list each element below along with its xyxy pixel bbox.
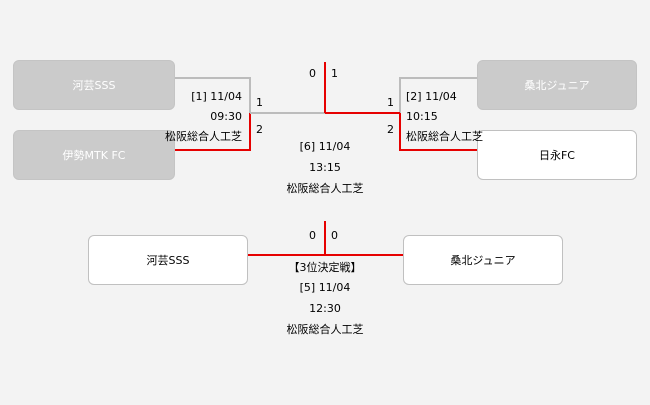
match-time-semi2: 10:15 [406,110,438,123]
score-final-right: 1 [331,67,338,80]
line-semi1-bottom [175,113,251,151]
score-semi1-bottom: 2 [256,123,263,136]
score-third-left: 0 [309,229,316,242]
team-name: 河芸SSS [72,79,116,92]
team-name: 河芸SSS [146,254,190,267]
team-box-third-left[interactable]: 河芸SSS [88,235,248,285]
team-box-semi1-top[interactable]: 河芸SSS [13,60,175,110]
line-semi1-top [175,77,251,113]
line-semi2-top [399,77,477,113]
match-time-final: 13:15 [309,161,341,174]
score-semi1-top: 1 [256,96,263,109]
match-time-third: 12:30 [309,302,341,315]
match-venue-third: 松阪総合人工芝 [286,323,364,336]
team-name: 桑北ジュニア [524,79,590,92]
match-number-third: [5] 11/04 [299,281,351,294]
team-box-third-right[interactable]: 桑北ジュニア [403,235,563,285]
team-name: 桑北ジュニア [450,254,516,267]
match-venue-final: 松阪総合人工芝 [286,182,364,195]
score-semi2-bottom: 2 [387,123,394,136]
team-name: 日永FC [538,149,575,162]
match-venue-semi1: 松阪総合人工芝 [165,130,242,143]
match-time-semi1: 09:30 [210,110,242,123]
third-place-title: 【3位決定戦】 [288,261,362,274]
team-box-semi1-bottom[interactable]: 伊勢MTK FC [13,130,175,180]
match-number-semi1: [1] 11/04 [191,90,242,103]
match-venue-semi2: 松阪総合人工芝 [406,130,483,143]
match-number-final: [6] 11/04 [299,140,351,153]
team-box-semi2-bottom[interactable]: 日永FC [477,130,637,180]
score-third-right: 0 [331,229,338,242]
score-semi2-top: 1 [387,96,394,109]
team-name: 伊勢MTK FC [62,149,126,162]
team-box-semi2-top[interactable]: 桑北ジュニア [477,60,637,110]
match-number-semi2: [2] 11/04 [406,90,457,103]
line-semi2-bottom [399,113,477,151]
score-final-left: 0 [309,67,316,80]
